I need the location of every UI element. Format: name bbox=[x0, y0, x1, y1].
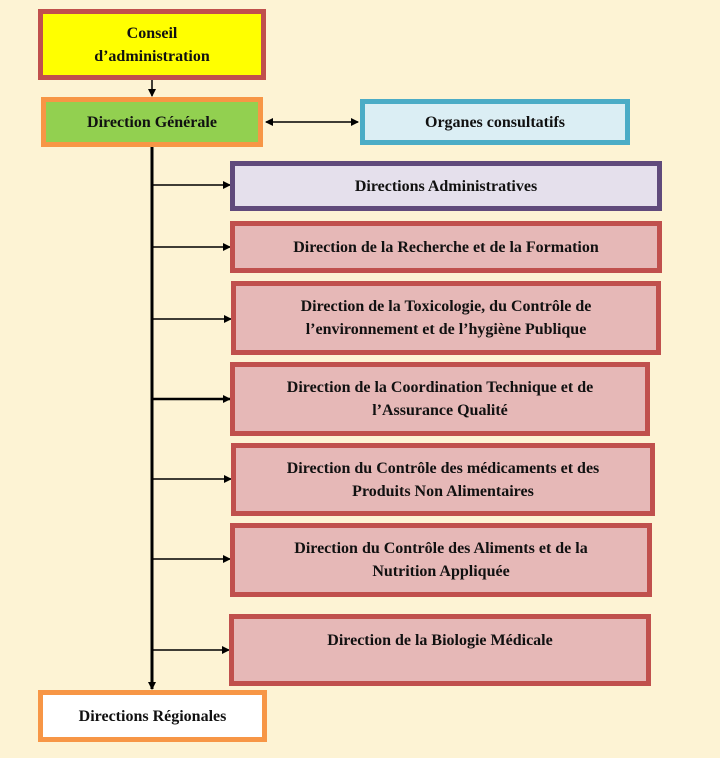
organes-consultatifs-box: Organes consultatifs bbox=[360, 99, 630, 145]
direction-toxicologie-box: Direction de la Toxicologie, du Contrôle… bbox=[231, 281, 661, 355]
directions-administratives-box: Directions Administratives bbox=[230, 161, 662, 211]
direction-toxicologie-label: Direction de la Toxicologie, du Contrôle… bbox=[300, 298, 592, 338]
direction-generale-box: Direction Générale bbox=[41, 97, 263, 147]
direction-coordination-technique-label: Direction de la Coordination Technique e… bbox=[286, 379, 594, 419]
direction-controle-medicaments-label: Direction du Contrôle des médicaments et… bbox=[286, 459, 600, 500]
direction-coordination-technique-box: Direction de la Coordination Technique e… bbox=[230, 362, 650, 436]
direction-generale-label: Direction Générale bbox=[87, 113, 217, 131]
direction-recherche-formation-label: Direction de la Recherche et de la Forma… bbox=[293, 238, 599, 256]
direction-biologie-medicale-box: Direction de la Biologie Médicale bbox=[229, 614, 651, 686]
directions-administratives-label: Directions Administratives bbox=[354, 177, 538, 195]
directions-regionales-box: Directions Régionales bbox=[38, 690, 267, 742]
direction-controle-medicaments-box: Direction du Contrôle des médicaments et… bbox=[231, 443, 655, 516]
direction-biologie-medicale-label: Direction de la Biologie Médicale bbox=[327, 632, 553, 649]
directions-regionales-label: Directions Régionales bbox=[78, 707, 227, 725]
direction-controle-aliments-label: Direction du Contrôle des Aliments et de… bbox=[294, 540, 588, 580]
direction-controle-aliments-box: Direction du Contrôle des Aliments et de… bbox=[230, 523, 652, 597]
organes-consultatifs-label: Organes consultatifs bbox=[425, 113, 565, 131]
direction-recherche-formation-box: Direction de la Recherche et de la Forma… bbox=[230, 221, 662, 273]
conseil-administration-box: Conseil d’administration bbox=[38, 9, 266, 80]
conseil-administration-label: Conseil d’administration bbox=[94, 24, 210, 65]
